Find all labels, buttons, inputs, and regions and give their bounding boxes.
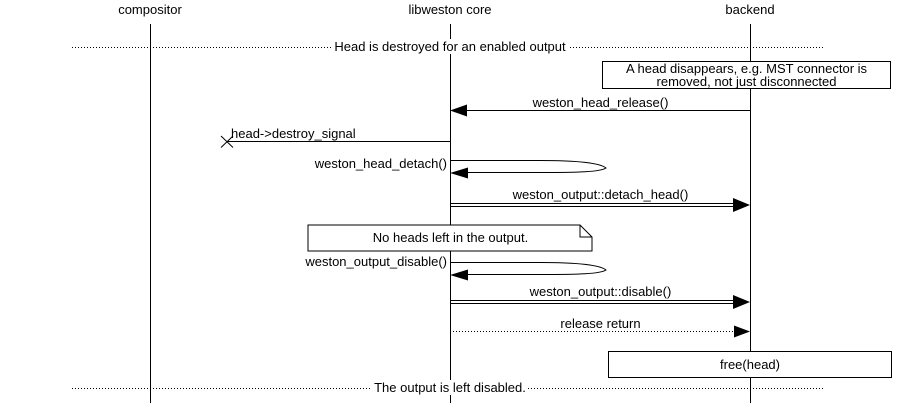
note-no-heads-label: No heads left in the output. [372, 230, 529, 245]
divider-top-label: Head is destroyed for an enabled output [332, 39, 568, 54]
box-head-disappears-line1: A head disappears, e.g. MST connector is [625, 61, 868, 76]
label-weston-head-release: weston_head_release() [532, 95, 669, 110]
box-head-disappears [602, 61, 891, 89]
arrow-head-destroy-signal [220, 135, 450, 148]
arrowhead-right-icon [734, 325, 750, 338]
box-head-disappears-line2: removed, not just disconnected [656, 74, 837, 89]
arrowhead-right-icon [733, 198, 750, 212]
arrow-weston-output-detach-head [450, 198, 750, 212]
box-free-head [608, 351, 892, 378]
participant-compositor: compositor [118, 2, 182, 17]
box-head-disappears-text: A head disappears, e.g. MST connector is… [603, 62, 890, 88]
selfcall-weston-output-disable [450, 262, 607, 281]
note-fold-icon [579, 225, 592, 238]
participant-backend: backend [725, 2, 775, 17]
box-free-head-label: free(head) [720, 357, 780, 372]
arrow-weston-head-release [450, 104, 750, 117]
participant-libweston-core: libweston core [408, 2, 492, 17]
arrow-release-return [450, 325, 750, 338]
divider-bottom-label: The output is left disabled. [372, 380, 528, 395]
arrowhead-left-icon [450, 269, 468, 281]
arrowhead-left-icon [450, 104, 467, 117]
label-release-return: release return [560, 316, 641, 331]
arrowhead-right-icon [733, 295, 750, 309]
lost-message-cross-icon [220, 135, 234, 148]
label-weston-output-disable: weston_output::disable() [529, 284, 672, 299]
divider-top: Head is destroyed for an enabled output [0, 39, 900, 54]
label-head-destroy-signal: head->destroy_signal [231, 126, 356, 141]
label-weston-head-detach: weston_head_detach() [314, 156, 447, 171]
label-weston-output-disable-api: weston_output_disable() [305, 254, 447, 269]
selfcall-weston-head-detach [450, 160, 607, 179]
arrow-weston-output-disable [450, 295, 750, 309]
note-no-heads [307, 224, 593, 252]
arrowhead-left-icon [450, 167, 468, 179]
divider-bottom: The output is left disabled. [0, 380, 900, 395]
label-weston-output-detach-head: weston_output::detach_head() [512, 187, 689, 202]
